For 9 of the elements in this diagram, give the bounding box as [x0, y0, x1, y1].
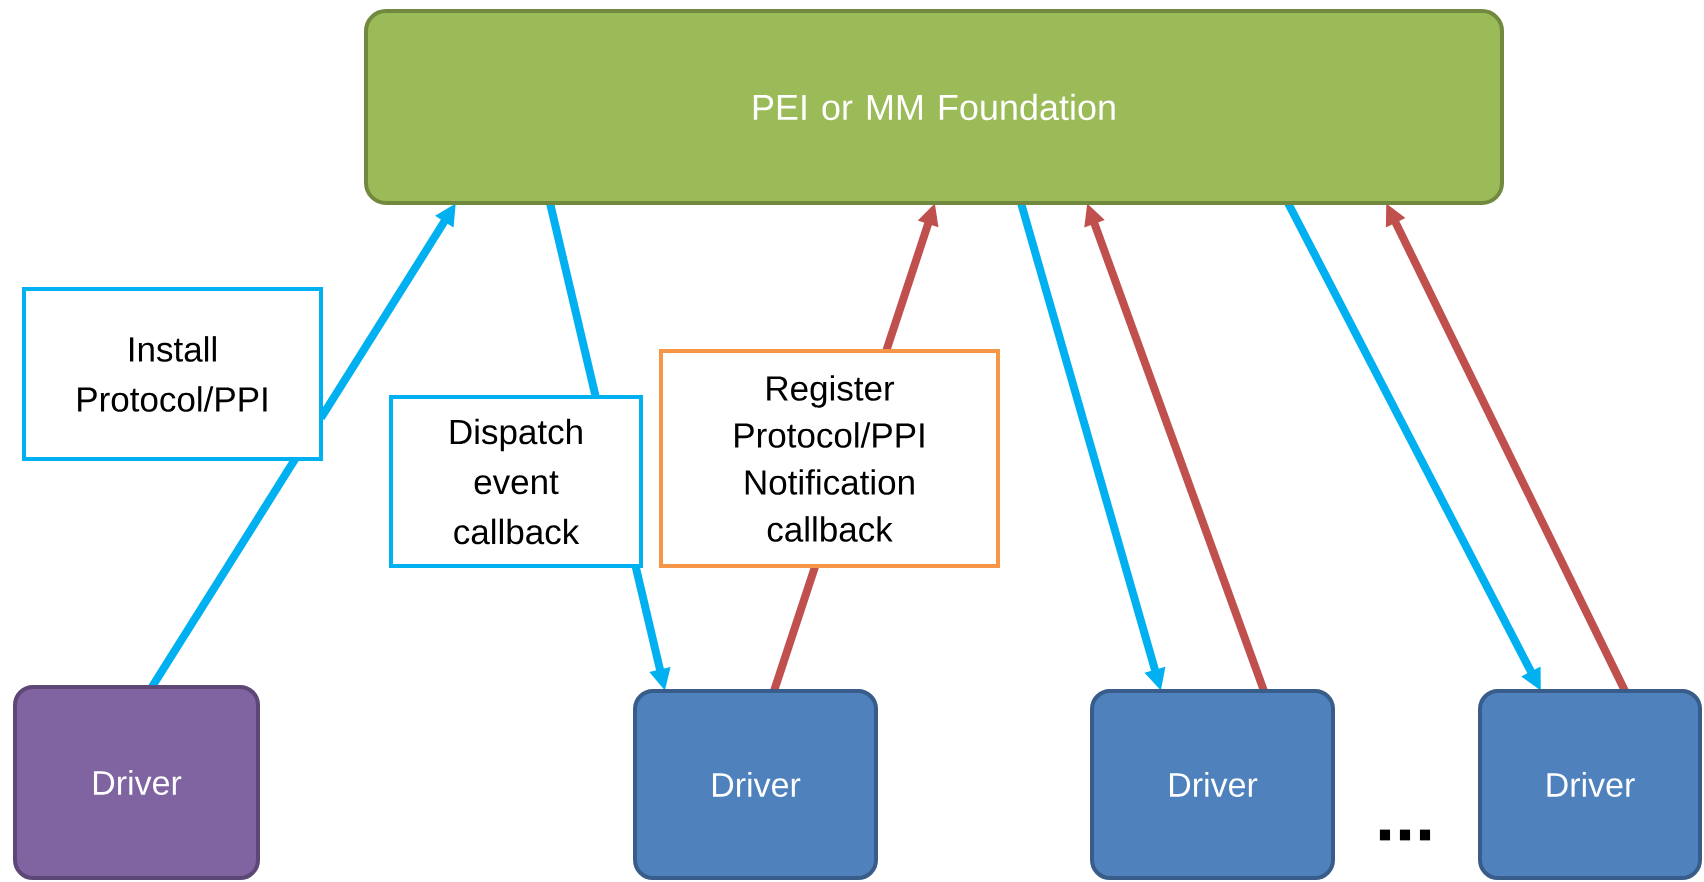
ellipsis: ... [1379, 829, 1431, 841]
driver-box: Driver [13, 685, 260, 880]
label-box: Dispatch event callback [389, 395, 643, 568]
label-box: Install Protocol/PPI [22, 287, 323, 461]
driver-box: Driver [1478, 689, 1702, 880]
foundation-box: PEI or MM Foundation [364, 9, 1504, 205]
label-box: Register Protocol/PPI Notification callback [659, 349, 1000, 568]
driver-box: Driver [1090, 689, 1335, 880]
driver-box: Driver [633, 689, 878, 880]
